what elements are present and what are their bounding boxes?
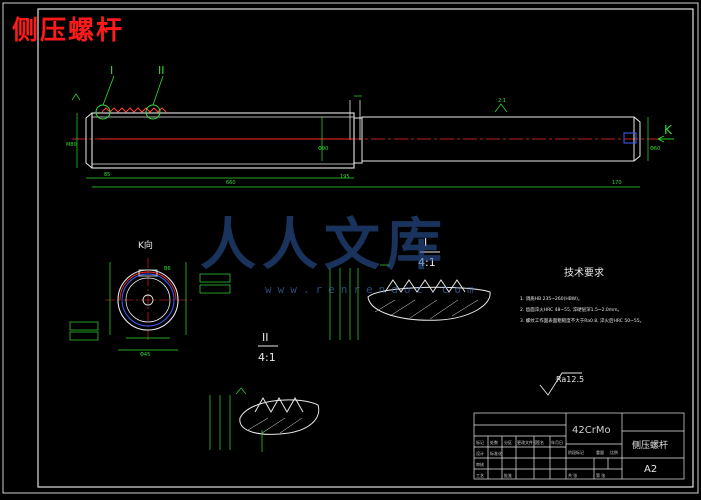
dim-ratio: 2:1 — [498, 98, 506, 104]
tb-label-1: 处数 — [490, 439, 498, 445]
dim-85: 85 — [104, 172, 110, 178]
tech-req-title: 技术要求 — [564, 266, 604, 279]
tech-req-line-2: 2. 齿面淬火HRC 48~55, 淬硬层深1.5~2.0mm。 — [520, 306, 622, 313]
tb-label-13: 批准 — [504, 472, 512, 478]
k-view — [69, 258, 231, 351]
tb-label-6: 设计 — [476, 450, 484, 456]
tb-label-10: 比例 — [610, 449, 618, 455]
tb-label-4: 签名 — [536, 439, 544, 445]
title-block — [473, 412, 685, 480]
detail-II-label: II — [262, 331, 269, 344]
dim-phi45: Φ45 — [140, 352, 150, 358]
tech-req-line-3: 3. 螺纹工作面表面粗糙度不大于Ra0.8, 淬火后HRC 50~55。 — [520, 317, 644, 324]
material-label: 42CrMo — [572, 425, 611, 436]
tb-label-9: 重量 — [596, 449, 604, 455]
part-name-label: 侧压螺杆 — [632, 439, 668, 451]
tb-label-8: 阶段标记 — [568, 449, 584, 455]
roughness-value: Ra12.5 — [556, 375, 584, 384]
tb-label-15: 第 张 — [596, 472, 605, 478]
detail-II-view — [209, 345, 320, 452]
dim-660: 660 — [226, 180, 236, 186]
roman-II-label: II — [158, 64, 165, 77]
detail-I-label: I — [424, 236, 427, 249]
outer-border — [2, 2, 699, 494]
tb-label-3: 更改文件号 — [517, 439, 537, 445]
watermark-url: www.renrendoc.com — [265, 283, 480, 296]
dim-phi60: Φ60 — [650, 146, 660, 152]
tb-label-11: 审核 — [476, 461, 484, 467]
tb-label-14: 共 张 — [568, 472, 577, 478]
tb-label-2: 分区 — [504, 439, 512, 445]
tb-label-12: 工艺 — [476, 473, 484, 478]
k-view-label: K向 — [138, 239, 153, 251]
tb-label-7: 标准化 — [490, 450, 502, 456]
tb-label-5: 年月日 — [551, 439, 563, 445]
sheet-size-label: A2 — [644, 464, 657, 475]
detail-I-scale: 4:1 — [418, 256, 436, 269]
k-arrow-label: K — [664, 123, 673, 137]
dim-M80: M80 — [66, 142, 77, 148]
tech-req-line-1: 1. 调质HB 235~260(HBW)。 — [520, 295, 582, 302]
detail-II-scale: 4:1 — [258, 351, 276, 364]
drawing-title: 侧压螺杆 — [12, 16, 125, 46]
dim-b6: B6 — [164, 266, 171, 272]
tb-label-0: 标记 — [476, 439, 484, 445]
main-view — [71, 75, 674, 188]
dim-195: 195 — [340, 174, 350, 180]
inner-frame — [37, 8, 694, 488]
dim-170: 170 — [612, 180, 622, 186]
watermark-text: 人人文库 — [200, 212, 448, 278]
roman-I-label: I — [110, 64, 113, 77]
roughness-symbol — [539, 372, 582, 396]
dim-phi90: Φ90 — [318, 146, 328, 152]
detail-I-view — [329, 251, 491, 340]
